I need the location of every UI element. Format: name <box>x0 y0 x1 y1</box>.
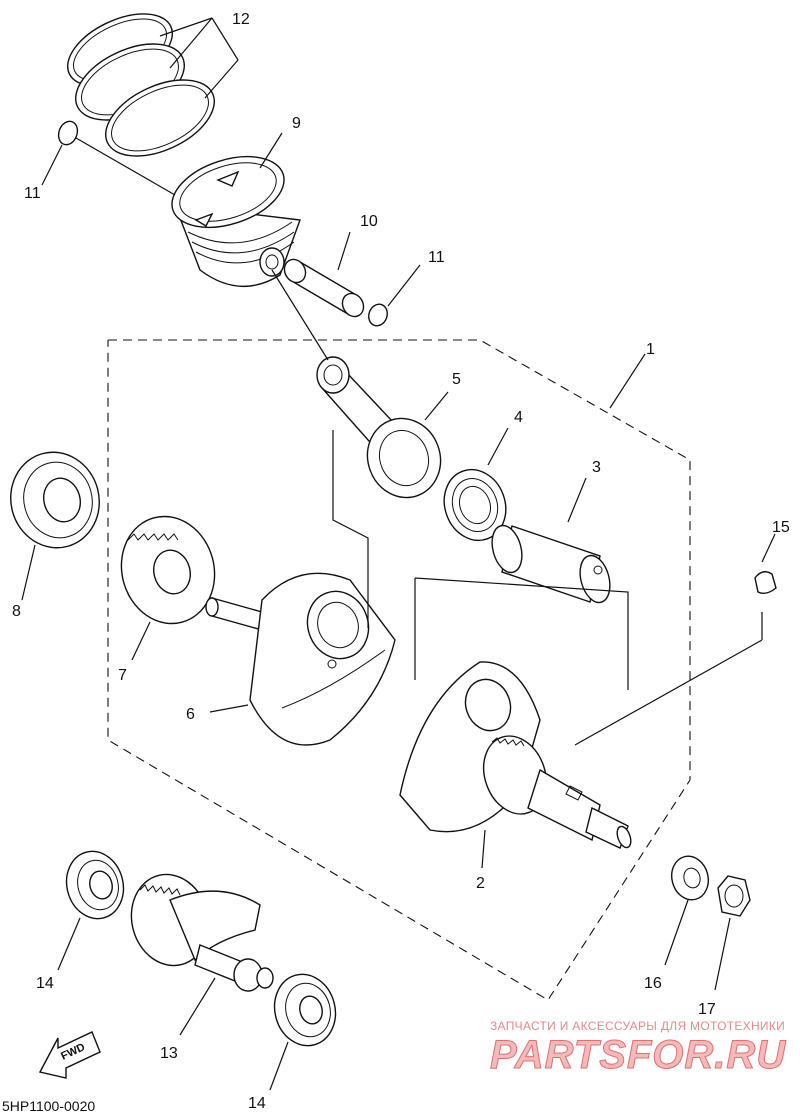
callout-6: 6 <box>186 706 195 723</box>
callout-17: 17 <box>698 1001 716 1018</box>
bearing-left <box>10 451 100 549</box>
callout-15: 15 <box>772 519 790 536</box>
crank-web-left <box>205 572 396 746</box>
washer <box>671 855 709 901</box>
leader-lines <box>21 17 776 1091</box>
connecting-rod <box>316 356 442 499</box>
callout-2: 2 <box>476 875 485 892</box>
watermark-tagline: ЗАПЧАСТИ И АКСЕССУАРЫ ДЛЯ МОТОТЕХНИКИ <box>490 1019 785 1033</box>
callout-9: 9 <box>292 115 301 132</box>
callout-3: 3 <box>592 459 601 476</box>
callout-14-upper: 14 <box>36 975 54 992</box>
callout-13: 13 <box>160 1045 178 1062</box>
circlip-left <box>57 120 79 146</box>
woodruff-key <box>754 571 777 595</box>
piston <box>171 155 301 287</box>
callout-12: 12 <box>232 11 250 28</box>
needle-bearing <box>443 468 507 542</box>
crank-web-right <box>399 661 632 849</box>
diagram-code: 5HP1100-0020 <box>2 1098 95 1113</box>
callout-5: 5 <box>452 371 461 388</box>
timing-gear <box>120 515 216 625</box>
circlip-right <box>368 303 388 327</box>
crankshaft-assembly-boundary <box>107 339 691 1001</box>
callout-11-right: 11 <box>428 249 445 266</box>
callout-1: 1 <box>646 341 655 358</box>
piston-pin <box>283 258 365 318</box>
bearing-balancer-upper <box>65 850 125 920</box>
crank-pin <box>491 524 611 604</box>
callout-10: 10 <box>360 213 378 230</box>
callout-4: 4 <box>514 409 523 426</box>
callout-16: 16 <box>644 975 662 992</box>
fwd-arrow: FWD <box>38 1031 101 1079</box>
balancer-shaft <box>130 873 274 992</box>
callout-11-left: 11 <box>24 185 41 202</box>
nut <box>717 875 751 917</box>
bearing-balancer-lower <box>273 973 337 1047</box>
piston-rings <box>66 13 215 157</box>
callout-7: 7 <box>118 667 127 684</box>
callout-8: 8 <box>12 603 21 620</box>
callout-14-lower: 14 <box>248 1095 266 1112</box>
watermark-logo: PARTSFOR.RU <box>490 1033 786 1077</box>
